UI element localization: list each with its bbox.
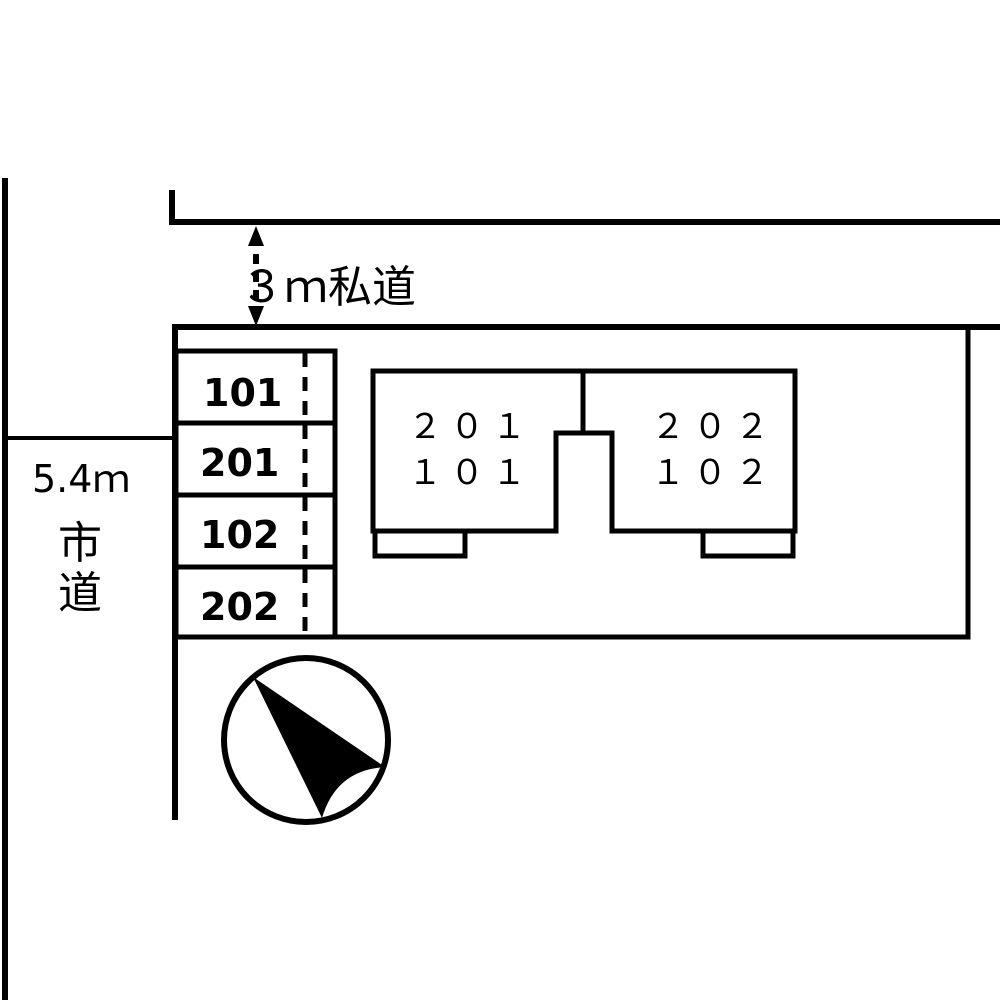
city-road-name-char-1: 市: [58, 518, 102, 569]
north-arrow-needle: [253, 677, 385, 818]
width-arrow-up-head: [248, 226, 264, 246]
left-unit-lower-room: １０１: [408, 453, 534, 493]
left-unit-balcony: [372, 528, 468, 559]
parking-space-101: 101: [203, 371, 282, 415]
building: [370, 368, 798, 559]
north-arrow-circle: [221, 655, 391, 825]
site-boundary: [172, 324, 971, 640]
parking-space-201: 201: [200, 441, 279, 485]
right-unit-balcony: [700, 528, 796, 559]
right-unit-upper-room: ２０２: [651, 407, 777, 447]
parking-space-202: 202: [200, 585, 279, 629]
north-arrow-icon: [221, 655, 391, 825]
private-road-width-arrow: [248, 226, 264, 326]
parking-area: [173, 348, 338, 640]
parking-space-102: 102: [200, 513, 279, 557]
city-road-width-label: 5.4ｍ: [32, 457, 130, 501]
left-unit-upper-room: ２０１: [408, 407, 534, 447]
width-arrow-down-head: [248, 306, 264, 326]
right-unit-lower-room: １０２: [651, 453, 777, 493]
city-road-name-char-2: 道: [58, 568, 102, 619]
private-road-width-label: ３ｍ私道: [240, 262, 416, 313]
private-road-top-edge: [169, 190, 1000, 225]
